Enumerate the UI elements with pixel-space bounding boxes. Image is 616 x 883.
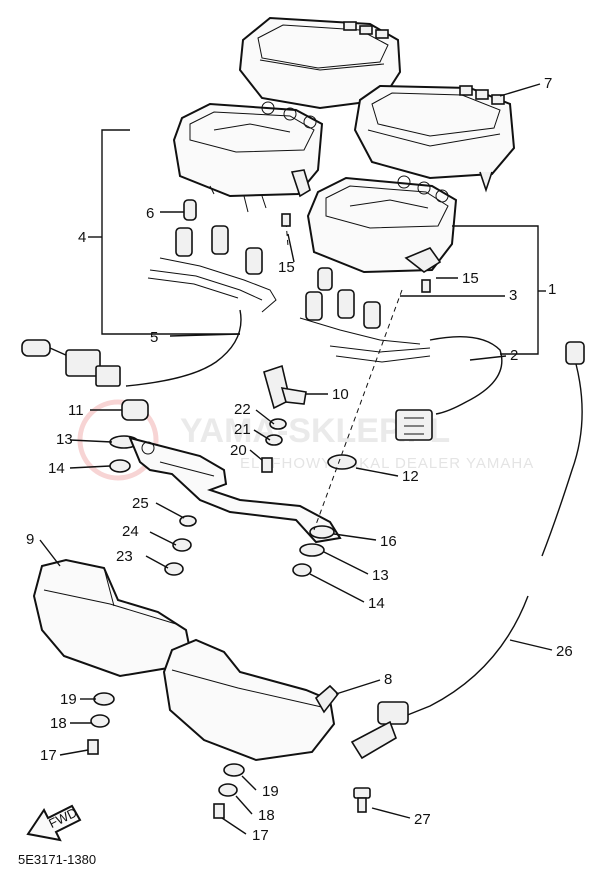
callout-3: 3 [509, 287, 517, 304]
washer-22 [269, 418, 287, 430]
nut-14-left [109, 459, 131, 473]
callout-6: 6 [146, 205, 154, 222]
screw-20 [261, 457, 273, 473]
wiring-connector-left [21, 339, 121, 387]
watermark-tagline: ELEFHOWY ESKAL DEALER YAMAHA [240, 455, 534, 472]
callout-21: 21 [234, 421, 251, 438]
callout-10: 10 [332, 386, 349, 403]
callout-20: 20 [230, 442, 247, 459]
meter-cover-7 [353, 84, 516, 193]
callout-1: 1 [548, 281, 556, 298]
callout-8: 8 [384, 671, 392, 688]
callout-17-mid: 17 [252, 827, 269, 844]
callout-25: 25 [132, 495, 149, 512]
callout-18-mid: 18 [258, 807, 275, 824]
callout-24: 24 [122, 523, 139, 540]
callout-15-right: 15 [462, 270, 479, 287]
washer-24 [172, 538, 192, 552]
callout-2: 2 [510, 347, 518, 364]
callouts: 1 2 3 4 5 6 7 8 9 10 11 12 13 13 14 14 1… [26, 75, 573, 844]
callout-5: 5 [150, 329, 158, 346]
callout-23: 23 [116, 548, 133, 565]
bulb-sockets-left [125, 199, 277, 387]
meter-bracket-plate [128, 436, 342, 544]
callout-17-left: 17 [40, 747, 57, 764]
callout-27: 27 [414, 811, 431, 828]
damper-11 [121, 399, 149, 421]
collar-25 [179, 515, 197, 527]
nut-14-right [292, 563, 312, 577]
callout-9: 9 [26, 531, 34, 548]
callout-14-right: 14 [368, 595, 385, 612]
bulb-sockets-right [299, 267, 503, 415]
callout-13-right: 13 [372, 567, 389, 584]
washer-13-right [299, 543, 325, 557]
speedometer-cable-26 [350, 341, 585, 760]
bolt-17-mid [213, 803, 225, 819]
washer-19-left [93, 692, 115, 706]
bracket-10 [263, 364, 307, 410]
screw-15-left [281, 213, 291, 227]
callout-7: 7 [544, 75, 552, 92]
lower-cover-9 [32, 558, 192, 678]
lower-cover-8 [162, 638, 340, 762]
callout-22: 22 [234, 401, 251, 418]
nut-21 [265, 434, 283, 446]
nut-23 [164, 562, 184, 576]
meter-assembly-left [172, 101, 324, 213]
callout-15-left: 15 [278, 259, 295, 276]
grommet-18-left [90, 714, 110, 728]
callout-14-left: 14 [48, 460, 65, 477]
wiring-connector-right [395, 409, 433, 441]
grommet-18-mid [218, 783, 238, 797]
bolt-17-left [87, 739, 99, 755]
bolt-27 [353, 787, 371, 813]
meter-cover-upper-rear [238, 16, 402, 110]
screw-15-right [421, 279, 431, 293]
callout-18-left: 18 [50, 715, 67, 732]
callout-16: 16 [380, 533, 397, 550]
washer-19-mid [223, 763, 245, 777]
callout-13-left: 13 [56, 431, 73, 448]
grommet-16 [309, 525, 335, 539]
callout-4: 4 [78, 229, 86, 246]
callout-26: 26 [556, 643, 573, 660]
part-diagram-code: 5E3171-1380 [18, 852, 96, 867]
callout-19-mid: 19 [262, 783, 279, 800]
grommet-12 [327, 454, 357, 470]
meter-assembly-right [306, 175, 458, 274]
callout-19-left: 19 [60, 691, 77, 708]
front-direction-arrow: FWD [26, 805, 82, 842]
callout-12: 12 [402, 468, 419, 485]
callout-11: 11 [68, 402, 84, 419]
